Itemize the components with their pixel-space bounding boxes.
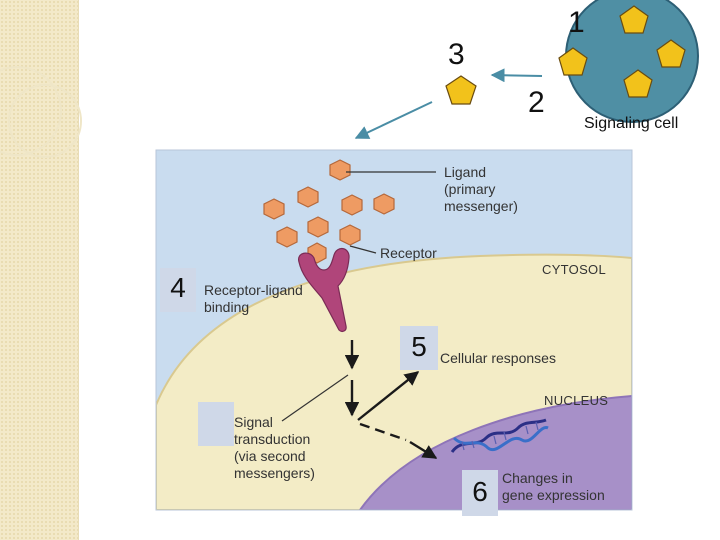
step-number-6: 6: [462, 470, 498, 516]
transduction-line: messengers): [234, 465, 315, 481]
gene-expression-line: Changes in: [502, 470, 573, 486]
transduction-line: Signal: [234, 414, 273, 430]
ligand-label: Ligand (primary messenger): [444, 164, 518, 215]
ligand-line: Ligand: [444, 164, 487, 180]
step-number-4: 4: [160, 268, 196, 312]
hexagon-ligand-icon: [263, 159, 395, 264]
step-marker-blank: [198, 402, 234, 446]
cascade-arrows: [344, 340, 438, 460]
nucleus-region: [358, 394, 632, 510]
arrow-2: [490, 68, 543, 83]
figure-panel: [156, 150, 632, 510]
ligand-line: (primary: [444, 181, 496, 197]
nucleus-label: NUCLEUS: [544, 393, 609, 408]
gene-expression-label: Changes in gene expression: [502, 470, 605, 504]
binding-line: Receptor-ligand: [204, 282, 303, 298]
cellular-responses-label: Cellular responses: [440, 350, 556, 366]
step-number-3: 3: [448, 38, 465, 71]
transduction-label: Signal transduction (via second messenge…: [234, 414, 315, 482]
signaling-cell-label: Signaling cell: [584, 115, 679, 132]
cytosol-label: CYTOSOL: [542, 262, 606, 277]
step-number-5: 5: [400, 326, 438, 370]
ligand-line: messenger): [444, 198, 518, 214]
pointer-lines: [281, 171, 436, 422]
receptor-label: Receptor: [380, 245, 437, 261]
figure-border: [155, 149, 633, 511]
dna-helix-icon: [450, 418, 549, 453]
binding-line: binding: [204, 299, 250, 315]
step-number-2: 2: [528, 86, 545, 119]
pentagon-ligand-icon: [445, 5, 686, 105]
binding-label: Receptor-ligand binding: [204, 282, 303, 316]
arrow-3: [354, 101, 433, 139]
gene-expression-line: gene expression: [502, 487, 605, 503]
decorative-ring: [8, 84, 82, 158]
transduction-line: (via second: [234, 448, 306, 464]
strip-edge: [78, 0, 79, 540]
transduction-line: transduction: [234, 431, 311, 447]
receptor-icon: [298, 248, 350, 332]
step-number-1: 1: [568, 6, 585, 39]
